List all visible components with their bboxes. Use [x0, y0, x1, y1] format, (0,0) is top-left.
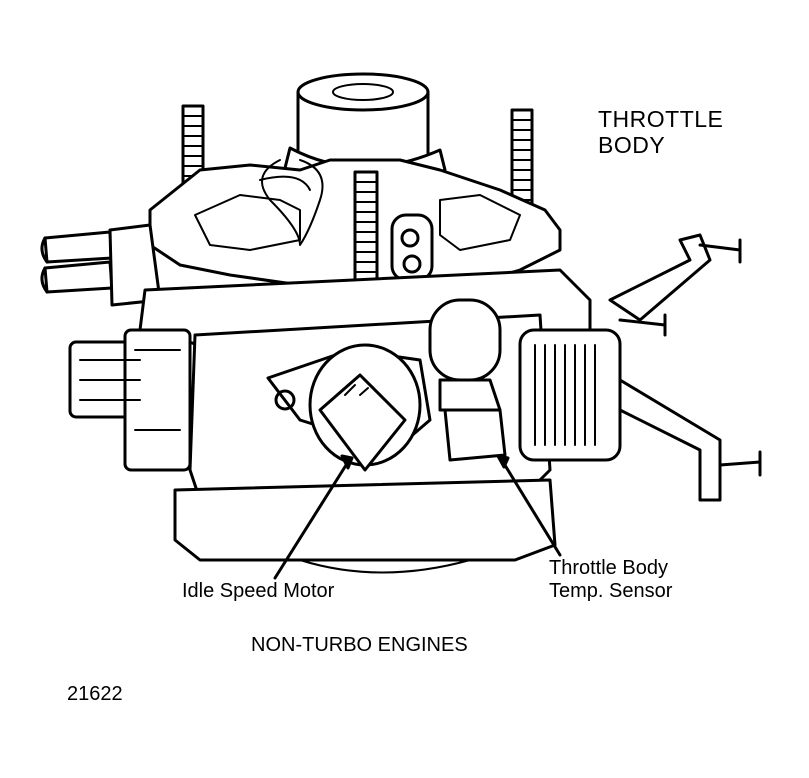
temp-sensor-body	[428, 298, 507, 462]
title-line-1: THROTTLE	[598, 106, 724, 132]
throttle-linkage	[518, 233, 762, 502]
idle-speed-motor-label: Idle Speed Motor	[182, 580, 335, 602]
right-stud	[510, 108, 534, 212]
wire-harness	[261, 159, 324, 246]
figure-caption: NON-TURBO ENGINES	[251, 634, 468, 656]
left-connector	[68, 328, 192, 472]
temp-sensor-label: Throttle Body Temp. Sensor	[549, 557, 672, 603]
center-stud	[353, 170, 379, 294]
idle-speed-motor-leader	[273, 454, 354, 580]
figure-number: 21622	[67, 683, 123, 705]
injector-cap	[283, 72, 447, 189]
title-line-2: BODY	[598, 132, 666, 159]
temp-sensor-leader	[496, 454, 562, 557]
idle-speed-motor-body	[266, 343, 432, 472]
temp-sensor-label-line-1: Throttle Body	[549, 557, 668, 579]
left-tube-fittings	[40, 223, 162, 307]
temp-sensor-label-line-2: Temp. Sensor	[549, 580, 673, 602]
diagram-title: THROTTLE BODY	[598, 106, 723, 159]
